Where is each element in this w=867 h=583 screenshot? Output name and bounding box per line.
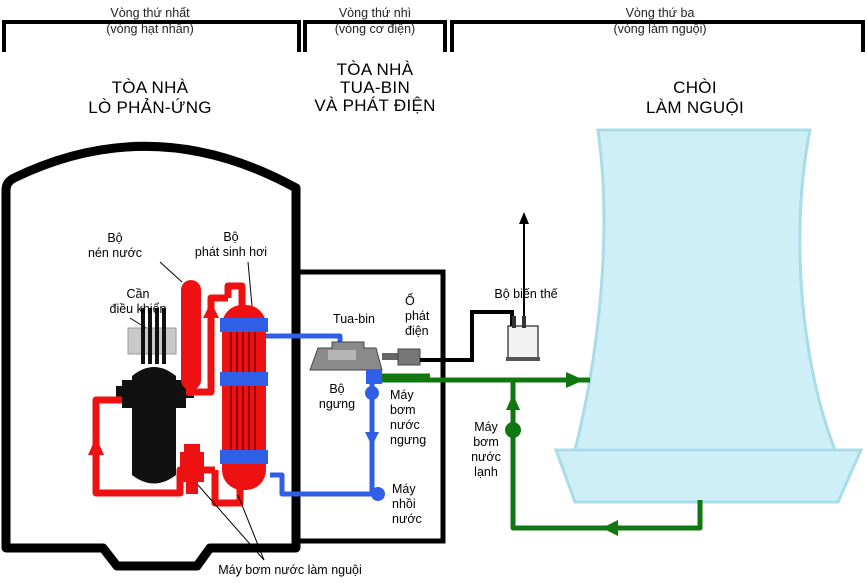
turbine-label: Tua-bin: [333, 312, 375, 326]
secondary-loop-title: Vòng thứ nhì: [338, 6, 412, 20]
power-out-arrow: [519, 212, 529, 224]
pressurizer-label-1: Bộ: [107, 231, 123, 245]
turbine-building-subtitle: TUA-BIN: [339, 78, 411, 97]
condensate-pump-symbol: [365, 386, 379, 400]
generator-label-2: phát: [405, 309, 430, 323]
secondary-flow-arrow-down: [365, 432, 379, 446]
feedwater-pump-label-3: nước: [392, 512, 422, 526]
tertiary-loop-subtitle: (vòng làm nguội): [613, 22, 707, 36]
cold-water-pump-label-1: Máy: [474, 420, 498, 434]
primary-loop-bracket: [2, 20, 301, 52]
cold-water-pump-label-4: lạnh: [474, 465, 498, 479]
turbine-unit: [309, 341, 421, 384]
turbine-building-subtitle-2: VÀ PHÁT ĐIỆN: [314, 96, 436, 115]
tertiary-loop-bracket: [450, 20, 865, 52]
condensate-pump-label-2: bơm: [390, 403, 416, 417]
control-rods-label-1: Cần: [126, 287, 150, 301]
condenser-label-2: ngưng: [318, 397, 356, 411]
loop-brackets: [2, 20, 865, 52]
pressurizer-label-2: nén nước: [87, 246, 143, 260]
primary-flow-arrow-up: [203, 302, 219, 318]
turbine-building: [298, 269, 446, 544]
secondary-loop-bracket: [303, 20, 447, 52]
primary-loop-subtitle: (vòng hạt nhân): [106, 22, 194, 36]
reactor-building-subtitle: LÒ PHẢN-ỨNG: [88, 98, 212, 117]
transformer-unit: [506, 316, 540, 361]
tertiary-arrow-right: [566, 372, 584, 388]
control-rods-label-2: điều khiển: [109, 302, 167, 316]
tertiary-arrow-up: [506, 394, 520, 410]
steam-generator-label-2: phát sinh hơi: [194, 245, 268, 259]
cooling-tower-title: CHÒI: [673, 78, 717, 97]
secondary-loop-subtitle: (vòng cơ điện): [334, 22, 416, 36]
feedwater-pump-label-1: Máy: [392, 482, 416, 496]
feedwater-pump-symbol: [371, 487, 385, 501]
cooling-tower-body: [573, 128, 838, 452]
generator-label-3: điện: [405, 324, 429, 338]
cooling-tower-basin: [553, 448, 864, 504]
tertiary-loop-title: Vòng thứ ba: [625, 6, 695, 20]
cold-water-pump-symbol: [505, 422, 521, 438]
leader-lines: [129, 261, 265, 561]
generator-label-1: Ổ: [405, 294, 415, 308]
feedwater-pump-label-2: nhồi: [392, 497, 416, 511]
cold-water-pump-label-2: bơm: [473, 435, 499, 449]
condenser-label-1: Bộ: [329, 382, 345, 396]
steam-generator: [220, 305, 268, 490]
coolant-pump-label: Máy bơm nước làm nguội: [218, 563, 362, 577]
cold-water-pump-label-3: nước: [471, 450, 501, 464]
pressurizer: [181, 280, 201, 390]
primary-flow-arrow-left-up: [88, 437, 104, 455]
condensate-pump-label-4: ngưng: [390, 433, 427, 447]
tertiary-arrow-left: [602, 520, 618, 536]
reactor-building-title: TÒA NHÀ: [111, 78, 189, 97]
cooling-tower-subtitle: LÀM NGUỘI: [645, 98, 745, 117]
coolant-pump: [180, 444, 204, 494]
condensate-pump-label-1: Máy: [390, 388, 414, 402]
primary-loop-title: Vòng thứ nhất: [110, 6, 190, 20]
condensate-pump-label-3: nước: [390, 418, 420, 432]
transformer-label: Bộ biến thế: [494, 287, 558, 301]
steam-generator-label-1: Bộ: [223, 230, 239, 244]
turbine-building-title: TÒA NHÀ: [336, 60, 414, 79]
